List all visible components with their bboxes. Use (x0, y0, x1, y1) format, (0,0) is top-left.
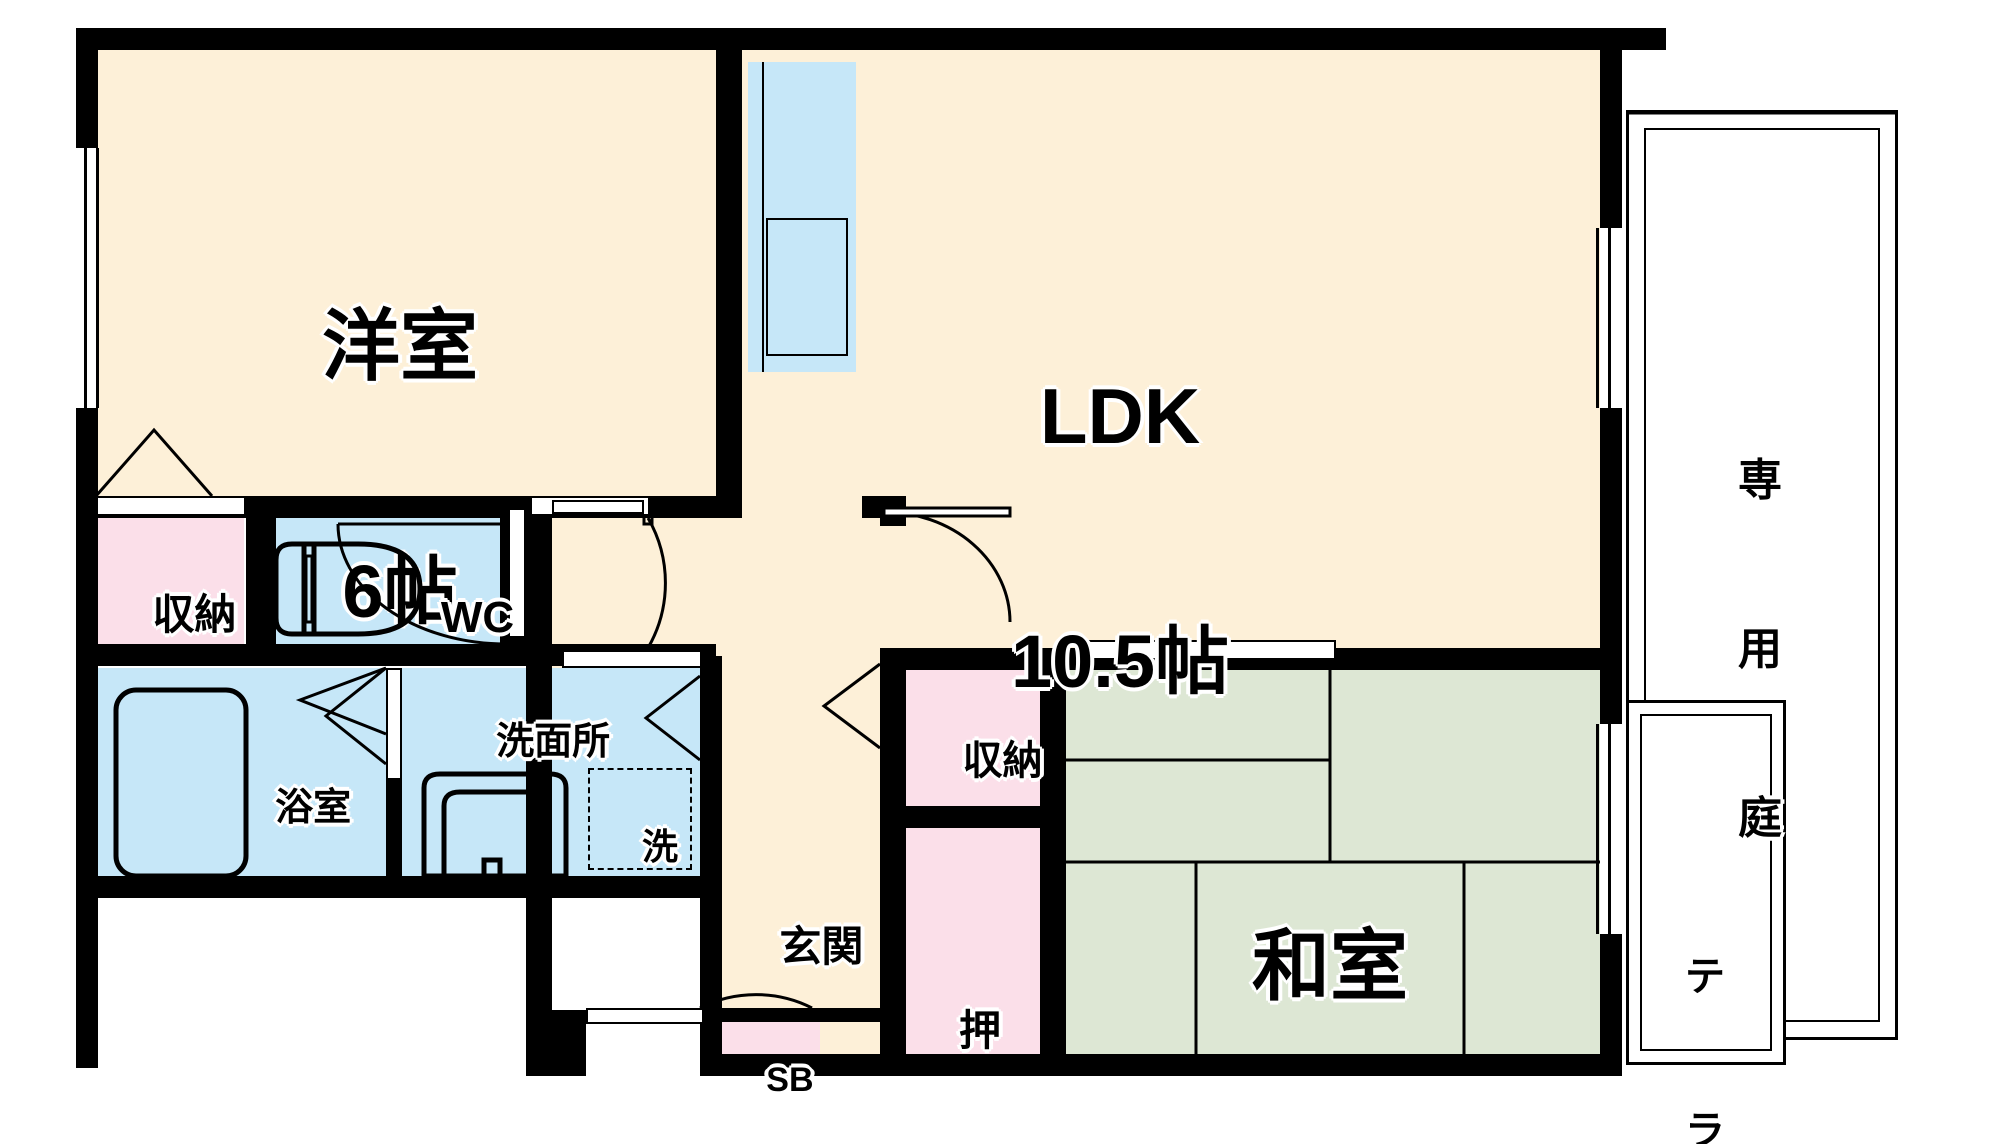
label-washer: 洗 (642, 826, 679, 868)
room-oshiire[interactable] (898, 828, 1058, 1076)
kitchen-counter-edge-line (762, 62, 764, 372)
wall-right-washitsu-bottom (1600, 934, 1622, 1074)
wall-western-ldk-lower (716, 360, 742, 510)
label-wc: WC (440, 592, 515, 642)
wall-bottom-washitsu (1040, 1054, 1622, 1076)
wall-hall-top-mid (716, 496, 742, 518)
label-oshiire: 押 入 (918, 900, 1042, 1144)
fixture-kitchen-sink-icon (766, 218, 848, 356)
label-terrace-l1: テ (1685, 955, 1725, 1000)
window-washitsu-top2[interactable] (1078, 640, 1208, 660)
label-private-garden-l1: 専 (1738, 455, 1782, 505)
terrace-outline (1626, 700, 1786, 1065)
label-private-garden-l3: 庭 (1738, 793, 1782, 843)
fixture-washing-machine-space-icon (588, 768, 692, 870)
label-washroom: 洗面所 (496, 721, 611, 764)
wall-left-upper (76, 28, 98, 148)
label-private-garden-l2: 用 (1738, 624, 1782, 674)
wall-closet-wc-divider (246, 496, 276, 656)
window-left-western-inner (96, 148, 99, 408)
label-entrance: 玄関 (779, 922, 864, 970)
label-private-garden: 専 用 庭 (1700, 340, 1820, 959)
wall-right-ldk-upper (1600, 28, 1622, 228)
wall-left-lower (76, 408, 98, 1068)
wall-top-outer (76, 28, 1666, 50)
label-japanese-room: 和室 6帖 (1130, 760, 1530, 1144)
window-right-ldk-inner (1596, 228, 1599, 408)
wall-left-entrance (700, 888, 722, 1076)
wall-entrance-step (526, 1010, 586, 1076)
label-bath: 浴室 (275, 787, 352, 830)
door-closet-upper[interactable] (96, 496, 246, 516)
label-terrace-l2: ラ (1685, 1108, 1725, 1144)
label-ldk-area: 10.5帖 (1010, 620, 1230, 704)
room-closet-mid[interactable] (898, 668, 1058, 808)
wall-washitsu-left (1040, 648, 1066, 1076)
label-closet-mid: 収納 (962, 739, 1043, 784)
door-genkan[interactable] (586, 1008, 704, 1024)
wall-under-closet-mid (880, 806, 1060, 828)
wall-bath-washroom-divider (386, 780, 402, 890)
door-hall-sliding-leaf[interactable] (552, 500, 644, 514)
window-right-washitsu-inner (1596, 724, 1599, 934)
wall-hall-left (526, 496, 552, 696)
label-terrace: テ ラ ス (1646, 850, 1764, 1144)
label-closet-upper: 収納 (152, 590, 237, 638)
room-western-room[interactable] (96, 48, 716, 498)
room-closet-upper[interactable] (96, 508, 244, 648)
label-western-room-name: 洋室 (321, 302, 478, 391)
terrace-inner-outline (1640, 714, 1772, 1051)
wall-hall-right (880, 648, 906, 1076)
door-wc-frame[interactable] (508, 508, 526, 638)
label-japanese-room-name: 和室 (1251, 922, 1408, 1011)
window-right-washitsu-outer (1608, 724, 1611, 934)
door-washroom-frame[interactable] (562, 650, 702, 668)
label-ldk-name: LDK (1039, 372, 1201, 461)
wall-right-ldk-lower (1600, 408, 1622, 648)
window-right-ldk-outer (1608, 228, 1611, 408)
door-bath-frame[interactable] (386, 668, 402, 780)
wall-under-wc-row (76, 644, 716, 666)
wall-washroom-right (700, 656, 722, 896)
wall-hall-top-right (862, 496, 906, 518)
wall-western-ldk-upper (716, 28, 742, 308)
wall-above-closet-mid (880, 648, 1060, 670)
label-shoe-box: SB (766, 1061, 814, 1100)
label-ldk: LDK 10.5帖 (940, 210, 1300, 867)
wall-western-ldk-mid (716, 296, 742, 376)
label-oshiire-l1: 押 (958, 1007, 1001, 1054)
window-left-western-outer (84, 148, 87, 408)
wall-genkan-step (700, 1008, 880, 1022)
wall-above-wc (266, 496, 526, 518)
